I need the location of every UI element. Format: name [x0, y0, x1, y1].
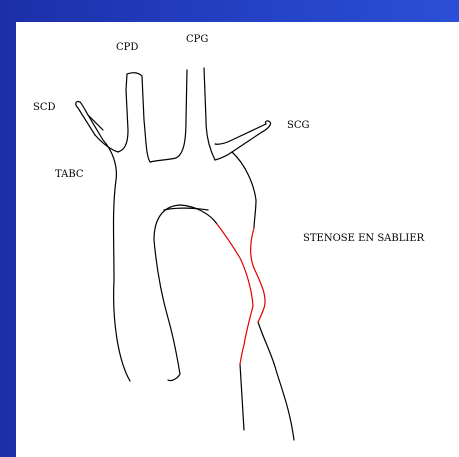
cpd-artery	[127, 73, 150, 162]
scd-artery	[76, 101, 95, 135]
scg-artery	[215, 124, 266, 152]
inner-arch	[154, 205, 217, 381]
tabc-label: TABC	[55, 169, 84, 180]
arch-top-segment	[150, 158, 176, 162]
scg-label: SCG	[287, 120, 310, 131]
descending-right-wall	[258, 322, 294, 440]
cpd-label: CPD	[116, 42, 138, 53]
descending-left-wall	[240, 364, 244, 430]
stenosis-left-contour	[217, 224, 253, 364]
arch-top-right	[215, 152, 232, 160]
outer-wall-right	[232, 152, 256, 228]
cpg-artery	[176, 68, 215, 160]
stenosis-label: STENOSE EN SABLIER	[303, 233, 425, 244]
scd-label: SCD	[33, 102, 56, 113]
cpg-label: CPG	[186, 34, 208, 45]
tabc-inner-edge	[95, 74, 128, 152]
